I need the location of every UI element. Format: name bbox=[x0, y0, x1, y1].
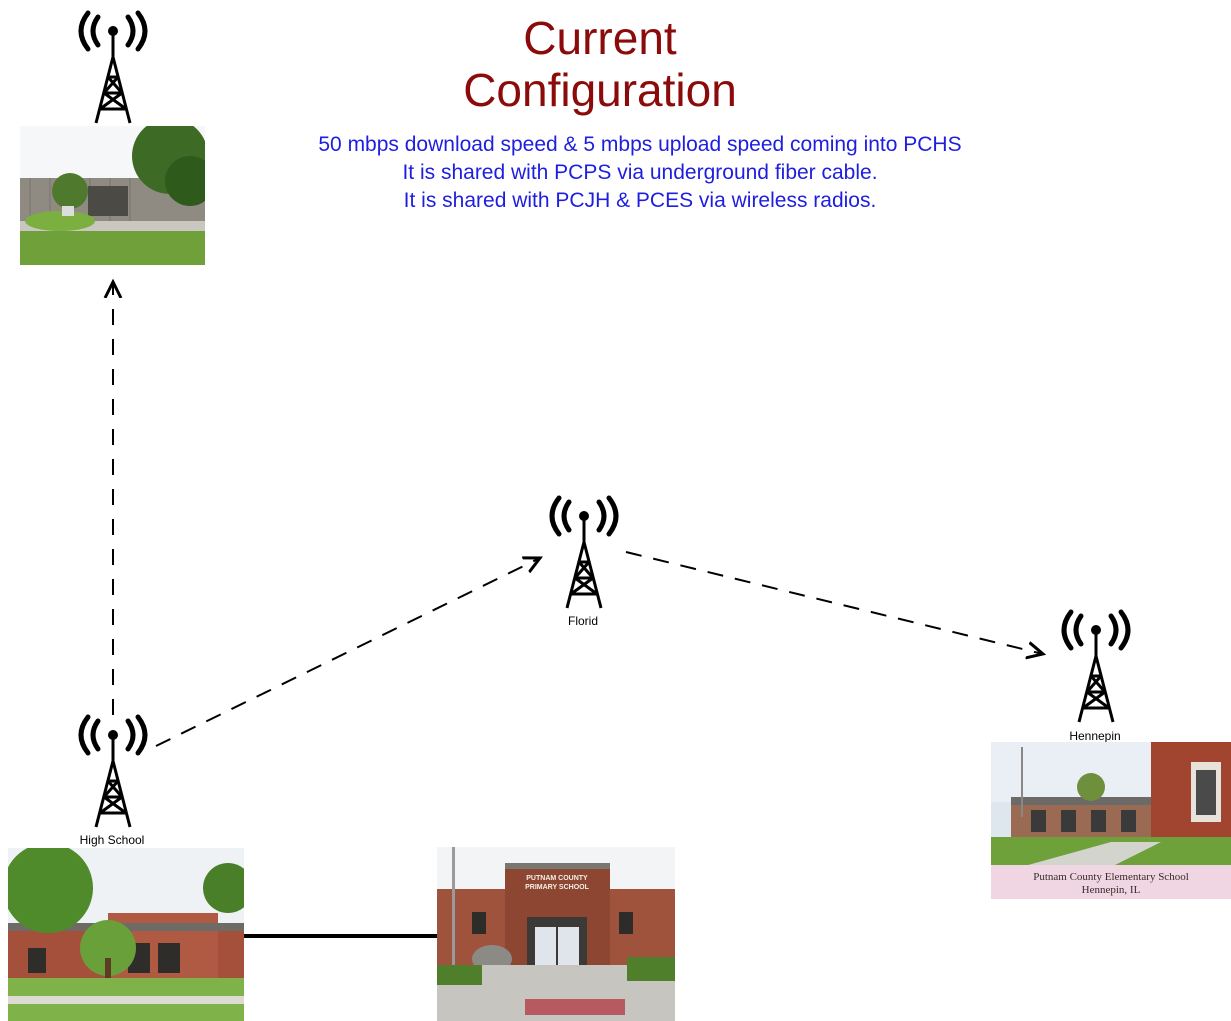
building-photo-top bbox=[20, 126, 205, 265]
elementary-caption-line-2: Hennepin, IL bbox=[1082, 884, 1141, 896]
description-line-1: 50 mbps download speed & 5 mbps upload s… bbox=[318, 133, 962, 156]
building-photo-elementary-school: Putnam County Elementary School Hennepin… bbox=[991, 742, 1231, 899]
description-text: 50 mbps download speed & 5 mbps upload s… bbox=[200, 131, 1080, 215]
link-highschool-to-florid bbox=[155, 558, 540, 747]
node-label-florid: Florid bbox=[567, 614, 598, 628]
node-label-high-school: High School bbox=[79, 833, 145, 847]
page-title: Current Configuration bbox=[380, 12, 820, 116]
description-line-3: It is shared with PCJH & PCES via wirele… bbox=[403, 189, 877, 212]
sign-line-1: PUTNAM COUNTY bbox=[526, 875, 588, 882]
sign-line-2: PRIMARY SCHOOL bbox=[525, 884, 590, 891]
title-line-1: Current bbox=[523, 12, 677, 64]
title-line-2: Configuration bbox=[463, 64, 737, 116]
building-photo-primary-school: PUTNAM COUNTY PRIMARY SCHOOL bbox=[437, 847, 675, 1021]
radio-tower-icon bbox=[549, 495, 619, 609]
link-florid-to-hennepin bbox=[625, 551, 1043, 654]
node-label-hennepin: Hennepin bbox=[1069, 729, 1121, 743]
building-photo-high-school bbox=[8, 848, 244, 1021]
radio-tower-icon bbox=[1061, 609, 1131, 723]
description-line-2: It is shared with PCPS via underground f… bbox=[402, 161, 878, 184]
radio-tower-icon bbox=[78, 714, 148, 828]
radio-tower-icon bbox=[78, 10, 148, 124]
elementary-caption-line-1: Putnam County Elementary School bbox=[1033, 871, 1189, 883]
